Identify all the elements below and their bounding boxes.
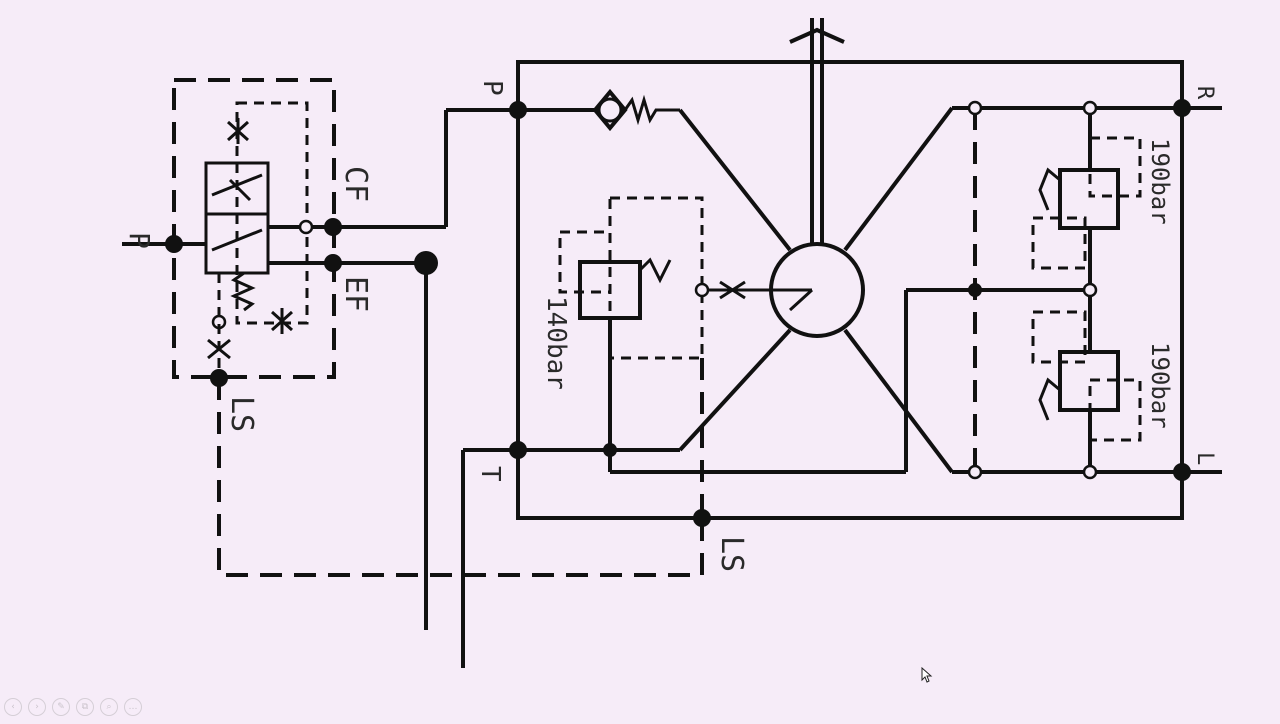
more-options-button[interactable]: … [124, 698, 142, 716]
steering-unit [461, 18, 1222, 668]
orifice-icon [270, 308, 294, 334]
label-cf: CF [338, 166, 373, 202]
label-p-left: P [123, 232, 156, 249]
label-relief-main: 140bar [541, 296, 571, 390]
mouse-cursor-icon [921, 667, 933, 683]
slides-overview-button[interactable]: ⧉ [76, 698, 94, 716]
steering-wheel-icon [789, 27, 845, 44]
label-r-port: R [1192, 86, 1217, 100]
orifice-icon [226, 118, 250, 144]
label-ls-bottom: LS [714, 536, 749, 572]
label-ls-left: LS [224, 396, 259, 432]
priority-pilot-outline [235, 101, 309, 325]
label-ef: EF [338, 276, 373, 312]
steering-unit-outline [516, 60, 1184, 520]
priority-valve [122, 78, 704, 630]
pen-tool-button[interactable]: ✎ [52, 698, 70, 716]
zoom-button[interactable]: ⌕ [100, 698, 118, 716]
priority-spring-icon [230, 271, 256, 312]
label-relief-r: 190bar [1146, 138, 1174, 225]
label-relief-l: 190bar [1146, 342, 1174, 429]
next-slide-button[interactable]: › [28, 698, 46, 716]
prev-slide-button[interactable]: ‹ [4, 698, 22, 716]
label-t-block: T [475, 466, 505, 482]
label-l-port: L [1192, 452, 1217, 465]
presentation-toolbar: ‹ › ✎ ⧉ ⌕ … [4, 698, 142, 716]
priority-spool [204, 161, 270, 275]
orifice-icon [719, 280, 746, 300]
label-p-block: P [477, 80, 507, 96]
